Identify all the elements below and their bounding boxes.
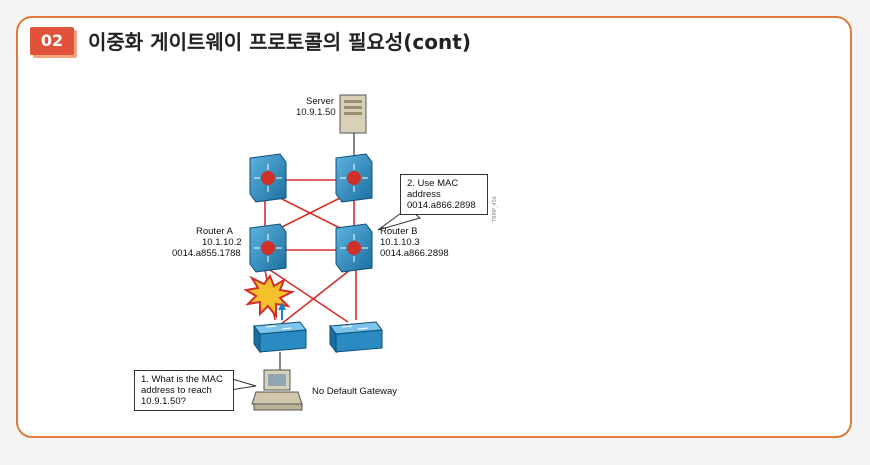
slide-title: 이중화 게이트웨이 프로토콜의 필요성(cont) xyxy=(88,30,471,54)
figure-code: TBMP_456 xyxy=(491,196,498,222)
router-b-mac: 0014.a866.2898 xyxy=(380,248,449,259)
server-ip: 10.9.1.50 xyxy=(296,107,336,118)
slide-header: 02 이중화 게이트웨이 프로토콜의 필요성(cont) xyxy=(30,26,471,55)
access-switch-right-icon xyxy=(329,321,383,354)
callout-mac-question: 1. What is the MAC address to reach 10.9… xyxy=(134,370,234,411)
router-b-ip: 10.1.10.3 xyxy=(380,237,420,248)
link-failure-burst-icon xyxy=(243,273,296,319)
router-b-name: Router B xyxy=(380,226,418,237)
router-b-icon xyxy=(335,223,373,273)
callout-use-mac: 2. Use MAC address 0014.a866.2898 xyxy=(400,174,488,215)
router-a-mac: 0014.a855.1788 xyxy=(172,248,241,259)
section-number-badge: 02 xyxy=(30,26,74,55)
pc-workstation-icon xyxy=(251,369,303,411)
network-diagram: Server 10.9.1.50 Router A 10.1.10.2 0014… xyxy=(130,90,500,420)
uplink-arrow-icon xyxy=(278,302,286,320)
pc-gateway-label: No Default Gateway xyxy=(312,386,398,397)
core-switch-left-icon xyxy=(249,153,287,203)
router-a-ip: 10.1.10.2 xyxy=(202,237,242,248)
router-a-name: Router A xyxy=(196,226,233,237)
access-switch-left-icon xyxy=(253,321,307,354)
server-icon xyxy=(339,94,367,134)
topology-svg xyxy=(220,94,422,411)
core-switch-right-icon xyxy=(335,153,373,203)
server-label: Server xyxy=(306,96,334,107)
router-a-icon xyxy=(249,223,287,273)
